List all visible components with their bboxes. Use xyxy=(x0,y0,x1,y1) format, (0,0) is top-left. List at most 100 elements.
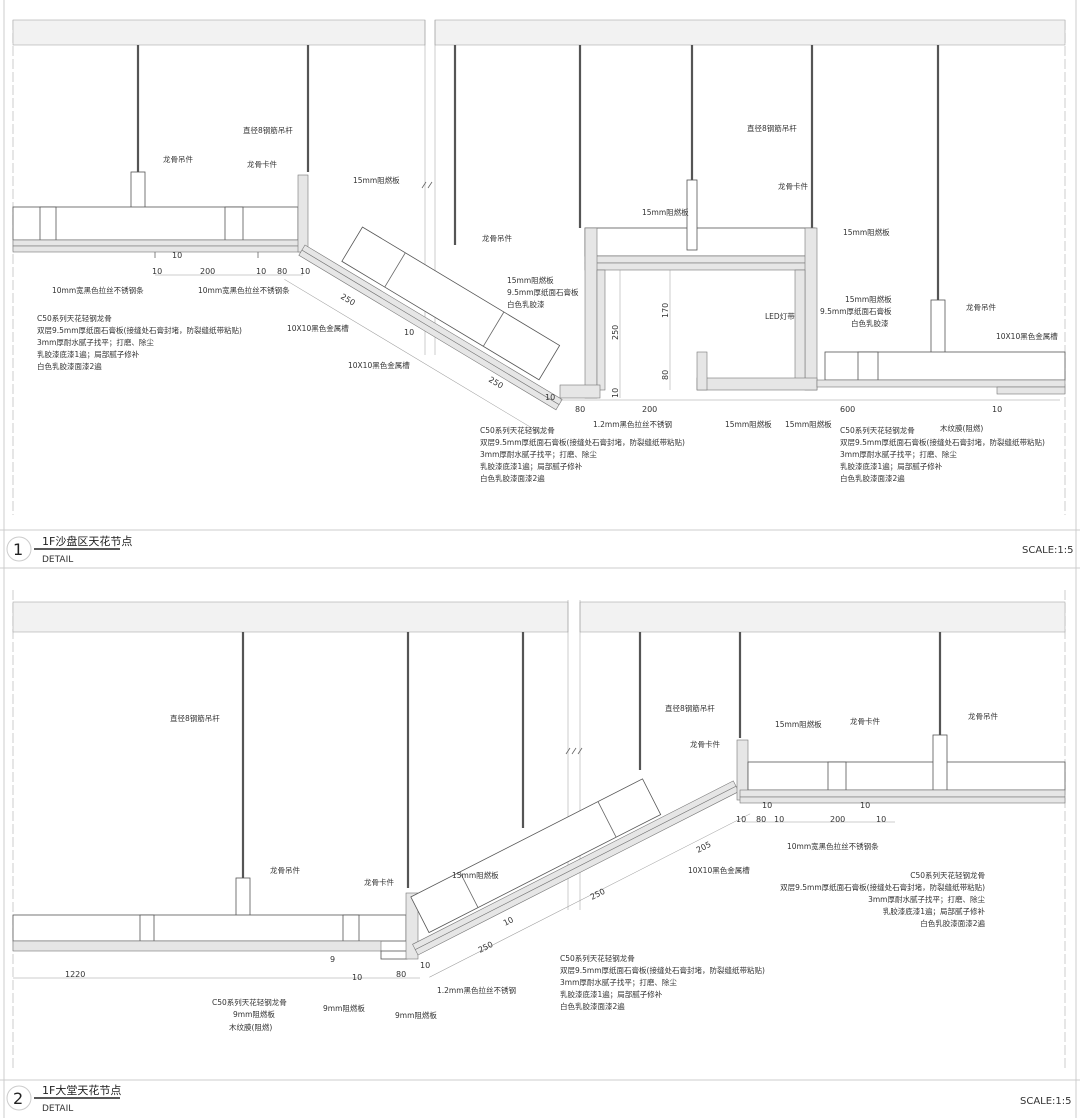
dimension: 10 xyxy=(172,251,182,260)
dimension: 250 xyxy=(339,292,357,308)
annotation-text: 80 xyxy=(661,370,670,380)
label: 龙骨卡件 xyxy=(850,716,880,726)
scale-label: SCALE:1:5 xyxy=(1022,545,1074,556)
scale-label: SCALE:1:5 xyxy=(1020,1096,1072,1107)
annotation-text: 15mm阻燃板 xyxy=(507,275,554,285)
label: 10mm宽黑色拉丝不锈钢条 xyxy=(787,841,879,851)
annotation-text: 80 xyxy=(396,970,406,979)
annotation-text: 250 xyxy=(589,887,607,902)
label: 9mm阻燃板 xyxy=(395,1010,437,1020)
label: 15mm阻燃板 xyxy=(452,870,499,880)
label: 龙骨吊件 xyxy=(270,865,300,875)
spec-list: C50系列天花轻钢龙骨 双层9.5mm厚纸面石膏板(接缝处石膏封堵，防裂缝纸带粘… xyxy=(560,953,765,1011)
label: 直径8钢筋吊杆 xyxy=(243,125,293,135)
label: 龙骨吊件 xyxy=(966,302,996,312)
label: 10X10黑色金属槽 xyxy=(688,865,750,875)
label: 龙骨吊件 xyxy=(482,233,512,243)
annotation-text: 10 xyxy=(992,405,1002,414)
concrete-slab xyxy=(579,601,1066,633)
annotation-text: 3mm厚耐水腻子找平；打磨、除尘 xyxy=(480,449,597,459)
detail-title: 1F沙盘区天花节点 xyxy=(42,534,132,548)
detail-subtitle: DETAIL xyxy=(42,555,73,565)
annotation-text: 白色乳胶漆面漆2遍 xyxy=(480,473,545,483)
dimension: 80 xyxy=(277,267,287,276)
spec-list: C50系列天花轻钢龙骨 双层9.5mm厚纸面石膏板(接缝处石膏封堵，防裂缝纸带粘… xyxy=(37,313,242,371)
label: 1.2mm黑色拉丝不锈钢 xyxy=(437,985,516,995)
annotation-text: 10 xyxy=(774,815,784,824)
annotation-text: 乳胶漆底漆1遍；局部腻子修补 xyxy=(883,906,986,916)
label: 10mm宽黑色拉丝不锈钢条 xyxy=(52,285,144,295)
detail-subtitle: DETAIL xyxy=(42,1104,73,1114)
annotation-text: 10 xyxy=(352,973,362,982)
label: 15mm阻燃板 xyxy=(843,227,890,237)
annotation-text: 10 xyxy=(762,801,772,810)
label: 龙骨卡件 xyxy=(778,181,808,191)
annotation-text: 205 xyxy=(695,840,713,855)
annotation-text: 白色乳胶漆 xyxy=(851,318,889,328)
concrete-slab xyxy=(12,601,569,633)
annotation-text: 15mm阻燃板 xyxy=(845,294,892,304)
annotation-text: 3mm厚耐水腻子找平；打磨、除尘 xyxy=(37,337,154,347)
annotation-text: 9.5mm厚纸面石膏板 xyxy=(507,287,579,297)
label: 龙骨吊件 xyxy=(163,154,193,164)
annotation-text: 250 xyxy=(477,940,495,955)
label: LED灯带 xyxy=(765,311,795,321)
annotation-text: 170 xyxy=(661,303,670,318)
detail1-title-block: 1 1F沙盘区天花节点 DETAIL SCALE:1:5 xyxy=(6,534,1074,565)
annotation-text: 乳胶漆底漆1遍；局部腻子修补 xyxy=(840,461,943,471)
annotation-text: 白色乳胶漆面漆2遍 xyxy=(920,918,985,928)
annotation-text: 10 xyxy=(420,961,430,970)
annotation-text: 10 xyxy=(545,393,555,402)
detail-number: 2 xyxy=(13,1089,23,1108)
annotation-text: 10 xyxy=(876,815,886,824)
label: 直径8钢筋吊杆 xyxy=(665,703,715,713)
annotation-text: 乳胶漆底漆1遍；局部腻子修补 xyxy=(480,461,583,471)
label: 15mm阻燃板 xyxy=(775,719,822,729)
label: 15mm阻燃板 xyxy=(642,207,689,217)
annotation-text: C50系列天花轻钢龙骨 xyxy=(910,870,985,880)
annotation-text: 双层9.5mm厚纸面石膏板(接缝处石膏封堵，防裂缝纸带粘贴) xyxy=(37,325,242,335)
label: 10X10黑色金属槽 xyxy=(348,360,410,370)
detail2-title-block: 2 1F大堂天花节点 DETAIL SCALE:1:5 xyxy=(6,1083,1072,1114)
annotation-text: 双层9.5mm厚纸面石膏板(接缝处石膏封堵，防裂缝纸带粘贴) xyxy=(480,437,685,447)
dimension: 200 xyxy=(200,267,215,276)
detail-number: 1 xyxy=(13,540,23,559)
label: 龙骨卡件 xyxy=(690,739,720,749)
annotation-text: 3mm厚耐水腻子找平；打磨、除尘 xyxy=(840,449,957,459)
annotation-text: 80 xyxy=(756,815,766,824)
annotation-text: 3mm厚耐水腻子找平；打磨、除尘 xyxy=(560,977,677,987)
annotation-text: 乳胶漆底漆1遍；局部腻子修补 xyxy=(37,349,140,359)
annotation-text: C50系列天花轻钢龙骨 xyxy=(212,997,287,1007)
detail2-geometry xyxy=(12,600,1066,979)
label: 15mm阻燃板 xyxy=(725,419,772,429)
concrete-slab xyxy=(12,19,426,46)
break-mark xyxy=(421,181,433,189)
annotation-text: 200 xyxy=(642,405,657,414)
annotation-text: 200 xyxy=(830,815,845,824)
annotation-text: 3mm厚耐水腻子找平；打磨、除尘 xyxy=(868,894,985,904)
concrete-slab xyxy=(434,19,1066,46)
label: 15mm阻燃板 xyxy=(353,175,400,185)
annotation-text: 双层9.5mm厚纸面石膏板(接缝处石膏封堵，防裂缝纸带粘贴) xyxy=(780,882,985,892)
label: 15mm阻燃板 xyxy=(785,419,832,429)
detail1-geometry xyxy=(12,19,1066,435)
label: 1.2mm黑色拉丝不锈钢 xyxy=(593,419,672,429)
annotation-text: 9 xyxy=(330,955,335,964)
annotation-text: C50系列天花轻钢龙骨 xyxy=(480,425,555,435)
annotation-text: 双层9.5mm厚纸面石膏板(接缝处石膏封堵，防裂缝纸带粘贴) xyxy=(840,437,1045,447)
label: 龙骨卡件 xyxy=(247,159,277,169)
label: 龙骨吊件 xyxy=(968,711,998,721)
label: 10mm宽黑色拉丝不锈钢条 xyxy=(198,285,290,295)
annotation-text: 600 xyxy=(840,405,855,414)
dimension: 10 xyxy=(152,267,162,276)
dimension: 10 xyxy=(256,267,266,276)
label: 10X10黑色金属槽 xyxy=(287,323,349,333)
dimension: 10 xyxy=(404,328,414,337)
annotation-text: C50系列天花轻钢龙骨 xyxy=(37,313,112,323)
annotation-text: C50系列天花轻钢龙骨 xyxy=(840,425,915,435)
detail-title: 1F大堂天花节点 xyxy=(42,1083,121,1097)
label: 木纹膜(阻燃) xyxy=(940,423,983,433)
annotation-text: 1220 xyxy=(65,970,85,979)
annotation-text: 80 xyxy=(575,405,585,414)
